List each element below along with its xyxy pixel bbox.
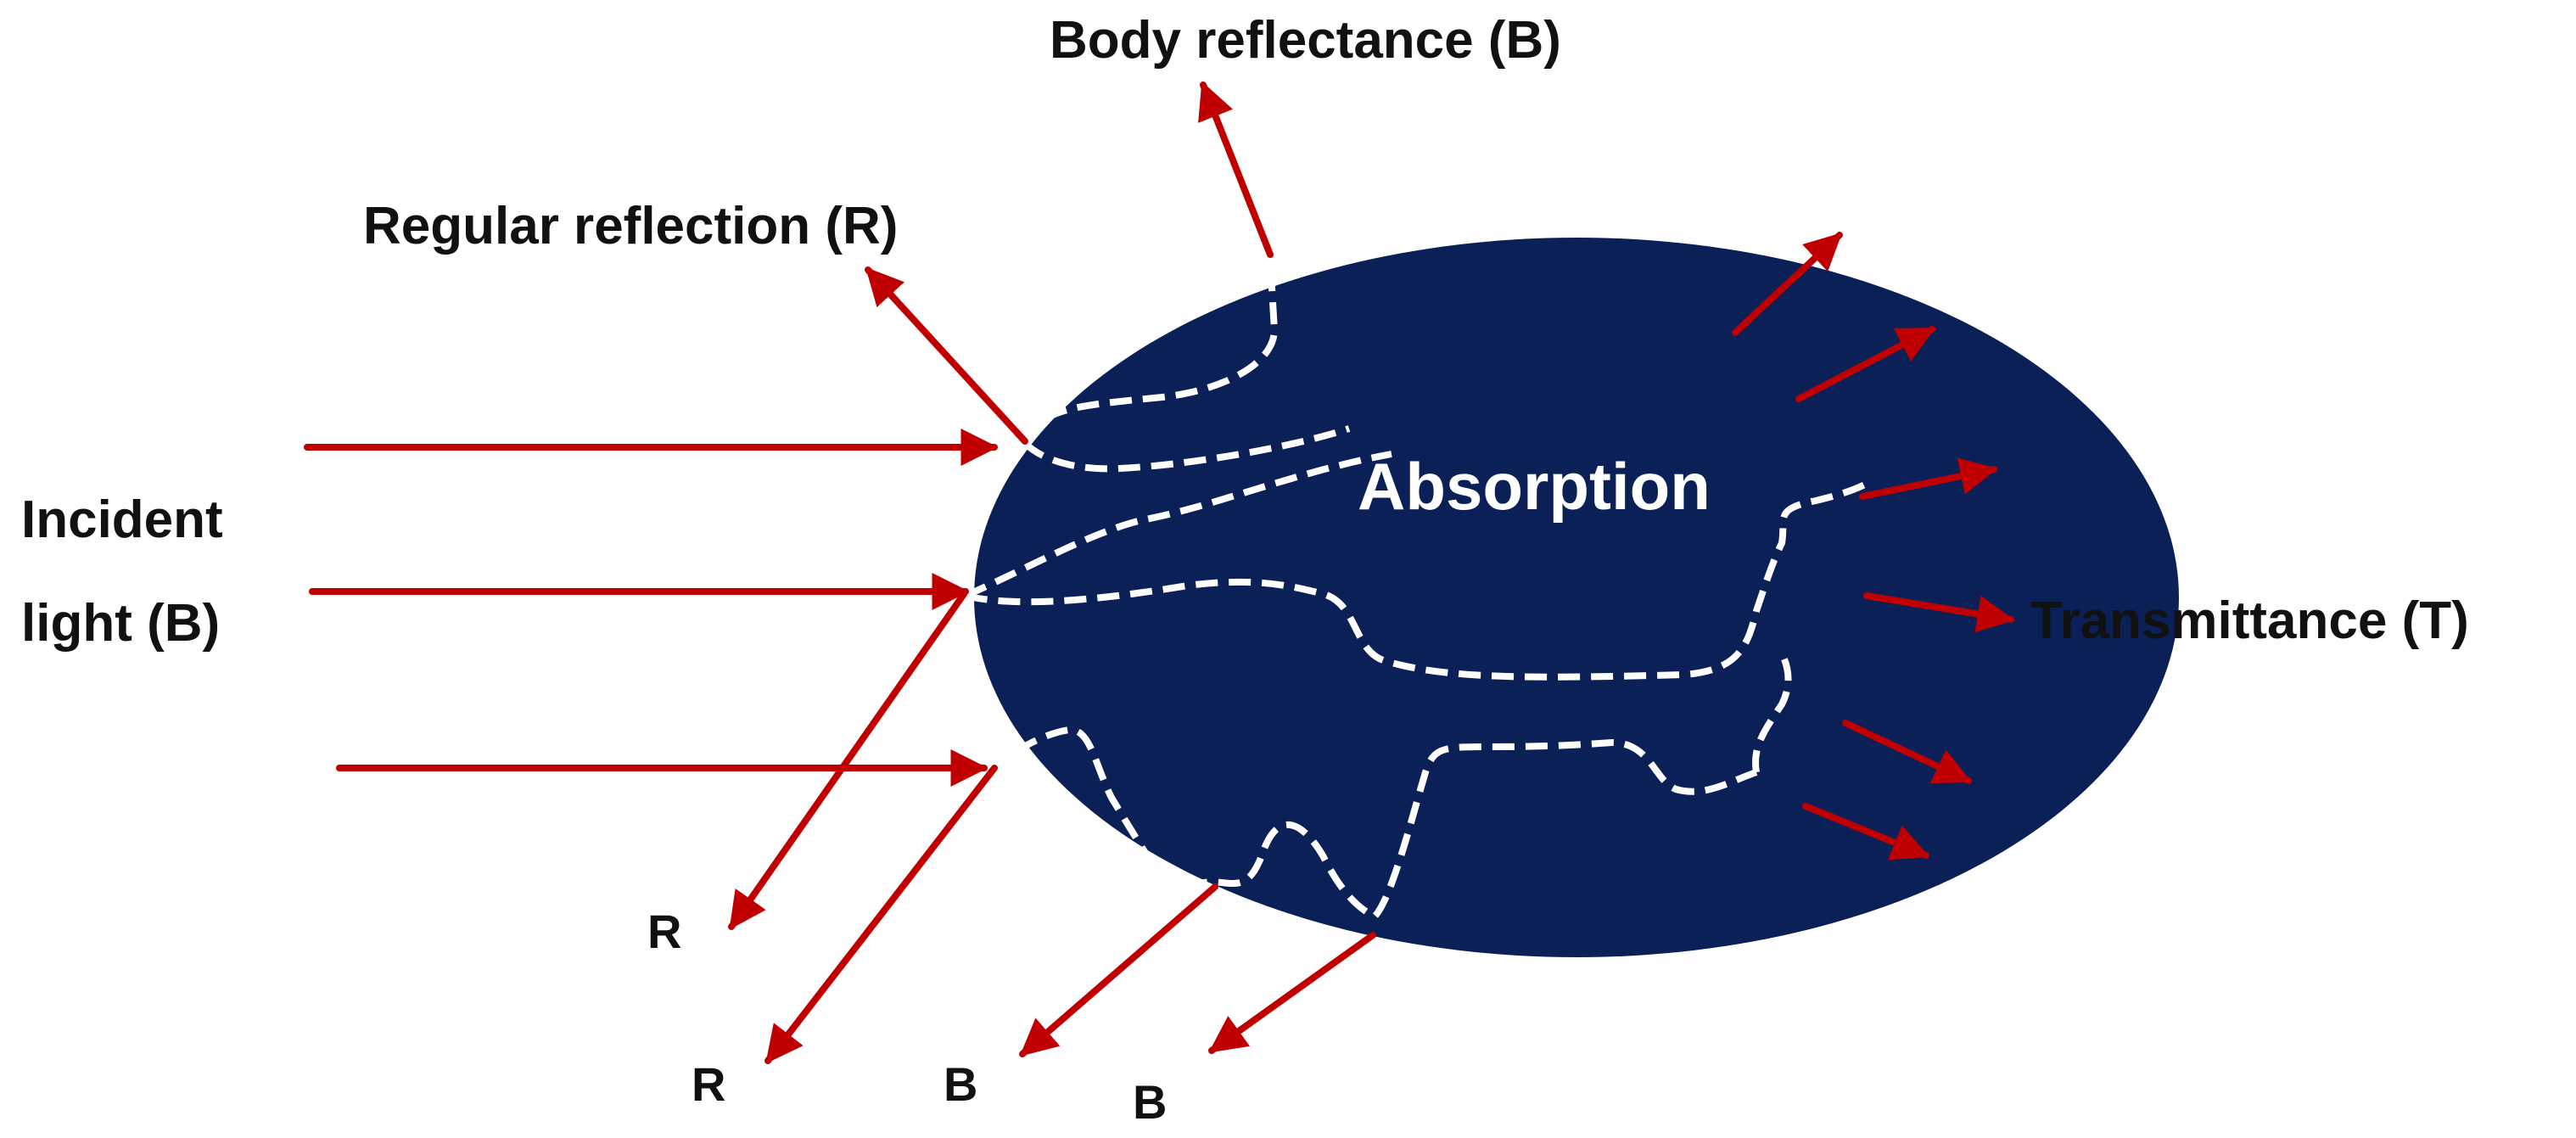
path-middle	[965, 480, 1868, 681]
absorption-label: Absorption	[1358, 449, 1711, 524]
reflection-label-r1: R	[647, 905, 681, 958]
incident-light-label-line2: light (B)	[21, 594, 220, 653]
transmittance-arrow-4	[1863, 592, 2015, 633]
path-upper-loop	[1022, 425, 1351, 473]
internal-light-paths	[964, 258, 1868, 920]
transmittance-arrow-1	[1732, 232, 1843, 336]
transmittance-arrow-5	[1842, 720, 1972, 784]
transmittance-arrow-3	[1859, 457, 1998, 500]
body-reflectance-arrow-b1	[1019, 883, 1218, 1057]
body-reflectance-label-b1: B	[944, 1057, 977, 1111]
path-lower	[986, 726, 1758, 920]
red-arrows	[304, 81, 2015, 1064]
reflection-label-r2: R	[692, 1057, 725, 1111]
reflection-arrow-r2	[764, 765, 998, 1064]
incident-light-label-line1: Incident	[21, 491, 223, 549]
path-right-connector	[1752, 652, 1792, 773]
regular-reflection-label: Regular reflection (R)	[363, 197, 898, 255]
body-reflectance-arrow-b2	[1208, 932, 1376, 1054]
regular-reflection-arrow	[865, 266, 1028, 445]
body-reflectance-label-b2: B	[1133, 1075, 1167, 1129]
path-upper-main	[964, 451, 1392, 599]
path-to-body-reflectance	[1022, 258, 1278, 445]
transmittance-arrow-2	[1795, 326, 1935, 402]
body-reflectance-arrow	[1198, 81, 1274, 258]
object-ellipse	[974, 238, 2179, 957]
reflection-arrow-r1	[728, 591, 967, 930]
body-reflectance-label: Body reflectance (B)	[1050, 11, 1561, 70]
transmittance-label: Transmittance (T)	[2030, 591, 2469, 650]
transmittance-arrow-6	[1802, 803, 1930, 861]
